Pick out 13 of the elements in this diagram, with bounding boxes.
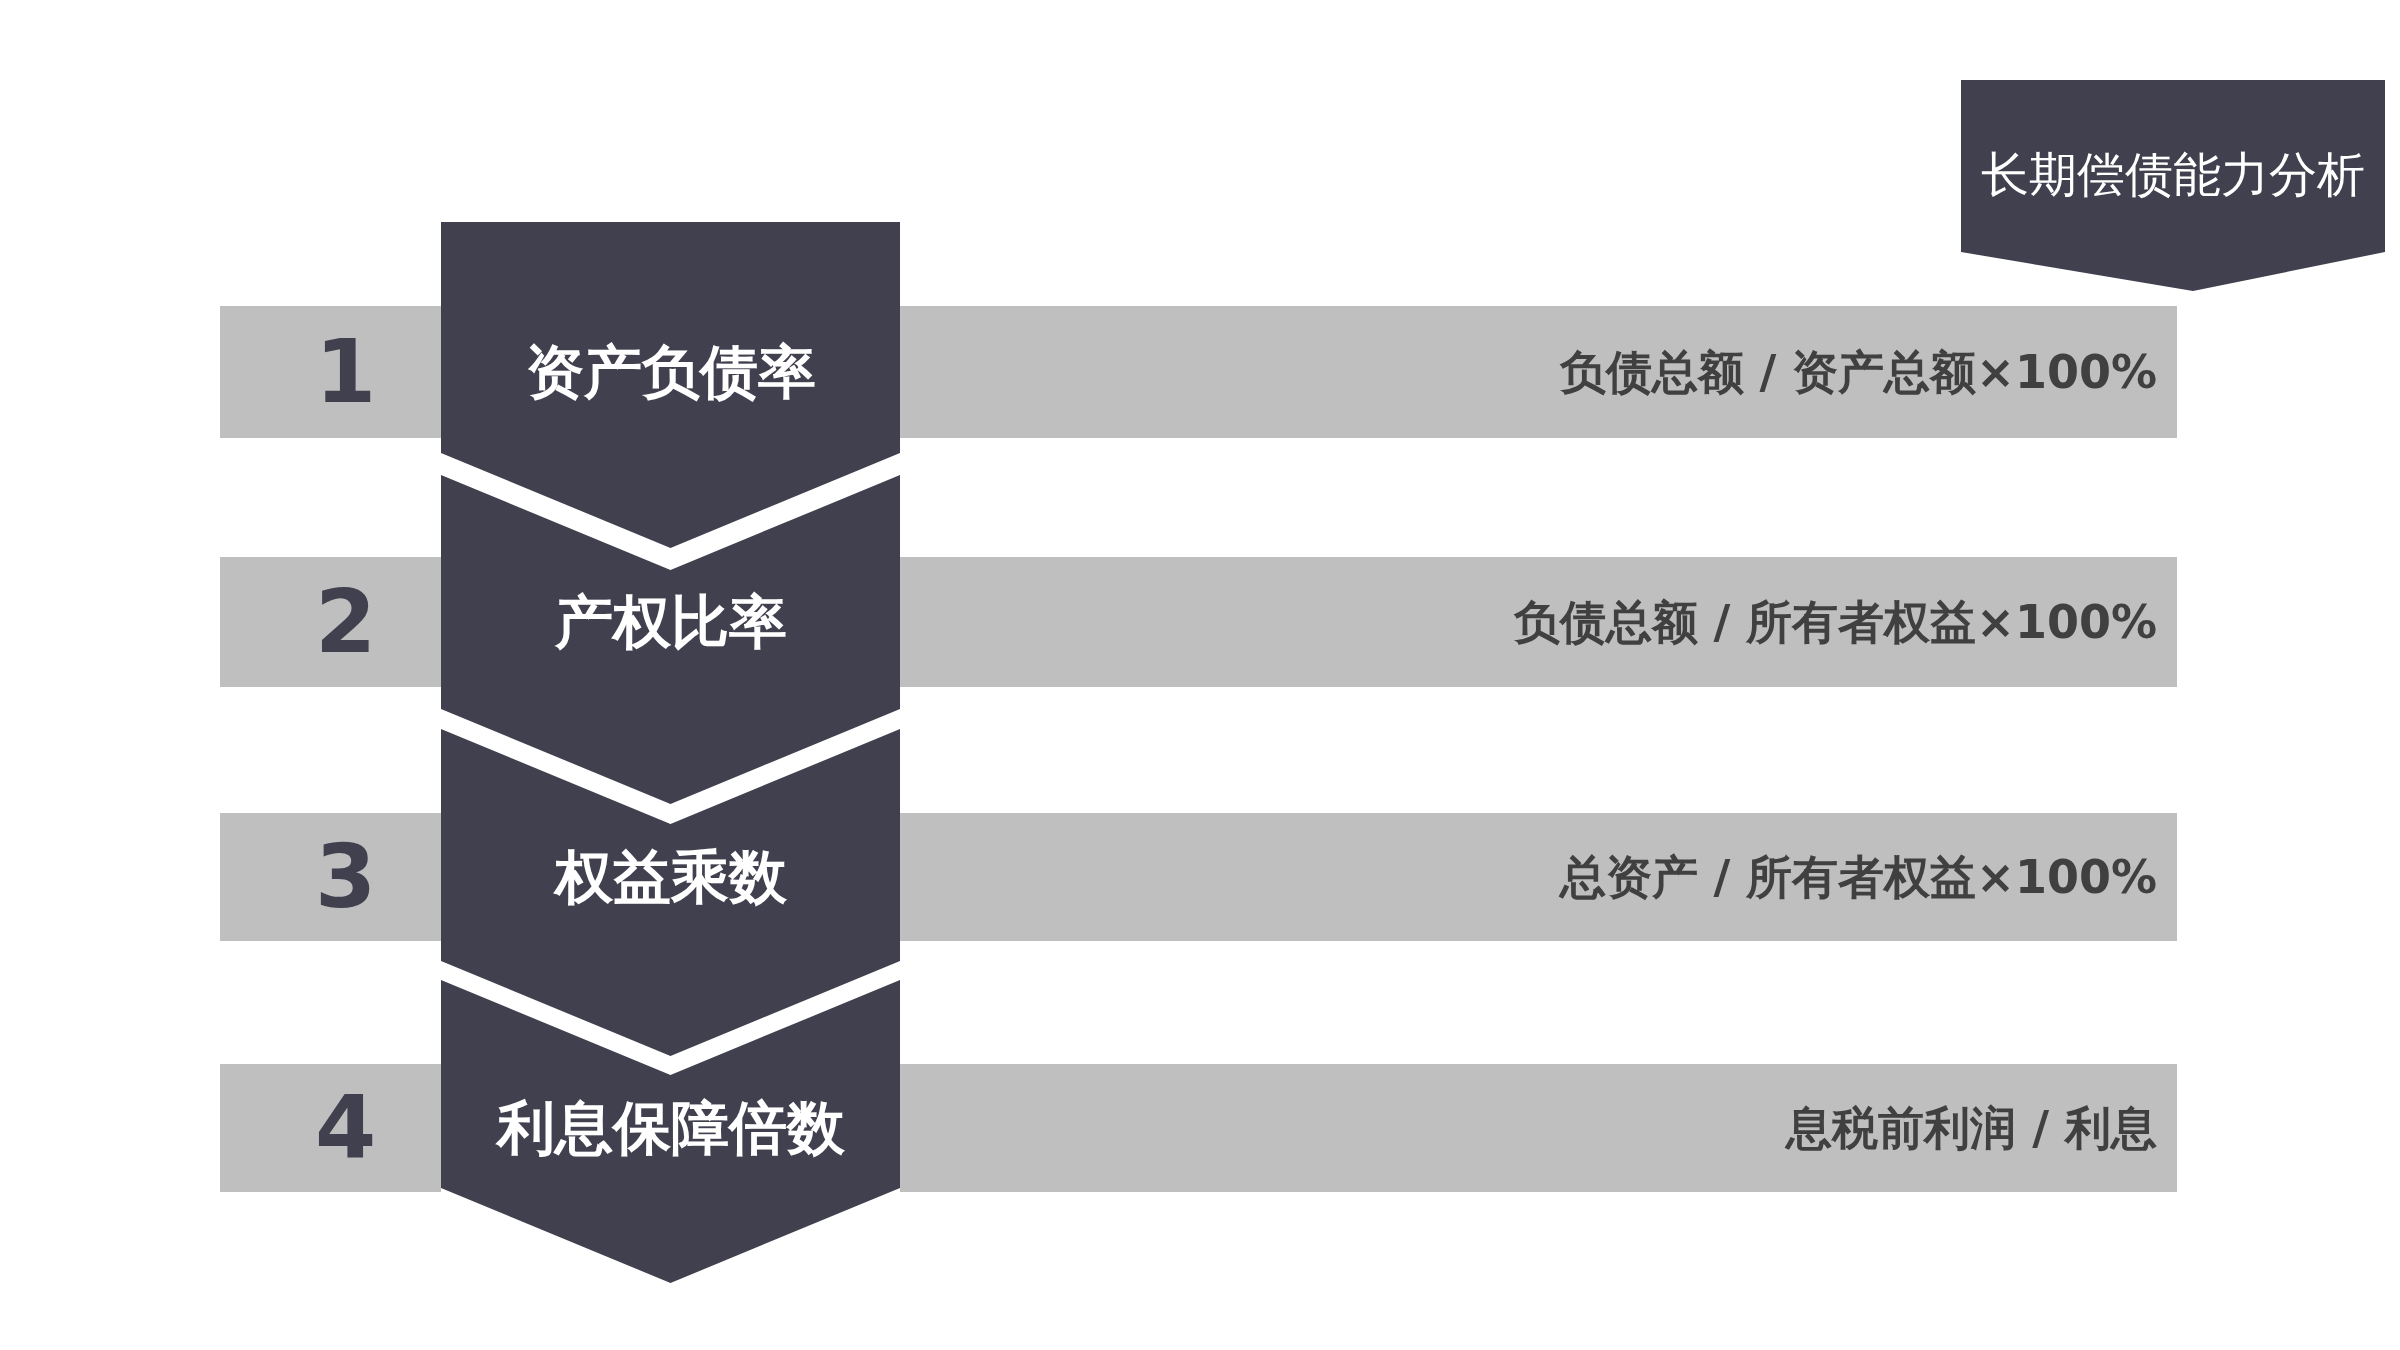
formula-text: 息税前利润 / 利息 <box>1786 1105 2157 1151</box>
step-title: 权益乘数 <box>552 848 788 906</box>
formula-text: 总资产 / 所有者权益×100% <box>1559 854 2157 900</box>
formula-text: 负债总额 / 资产总额×100% <box>1559 349 2157 395</box>
formula-text: 负债总额 / 所有者权益×100% <box>1513 599 2157 645</box>
step-title: 产权比率 <box>553 593 788 651</box>
title-text: 长期偿债能力分析 <box>1980 150 2366 198</box>
step-number: 4 <box>315 1084 377 1172</box>
step-title: 利息保障倍数 <box>494 1099 846 1157</box>
step-number: 1 <box>315 328 377 416</box>
step-title: 资产负债率 <box>524 343 817 401</box>
step-number: 3 <box>315 833 377 921</box>
step-number: 2 <box>315 578 377 666</box>
